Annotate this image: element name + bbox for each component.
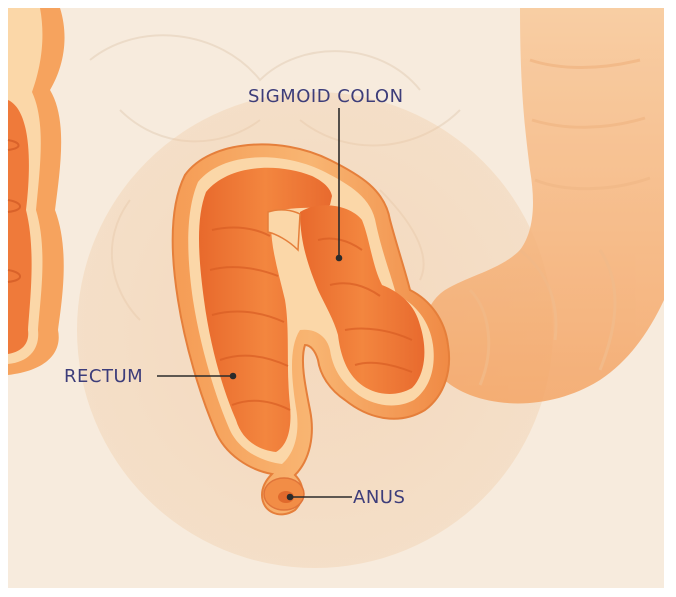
rectum-label: RECTUM <box>64 366 143 387</box>
anus-label: ANUS <box>353 487 405 508</box>
sigmoid-colon-label: SIGMOID COLON <box>248 86 404 107</box>
ascending-colon <box>8 8 65 375</box>
